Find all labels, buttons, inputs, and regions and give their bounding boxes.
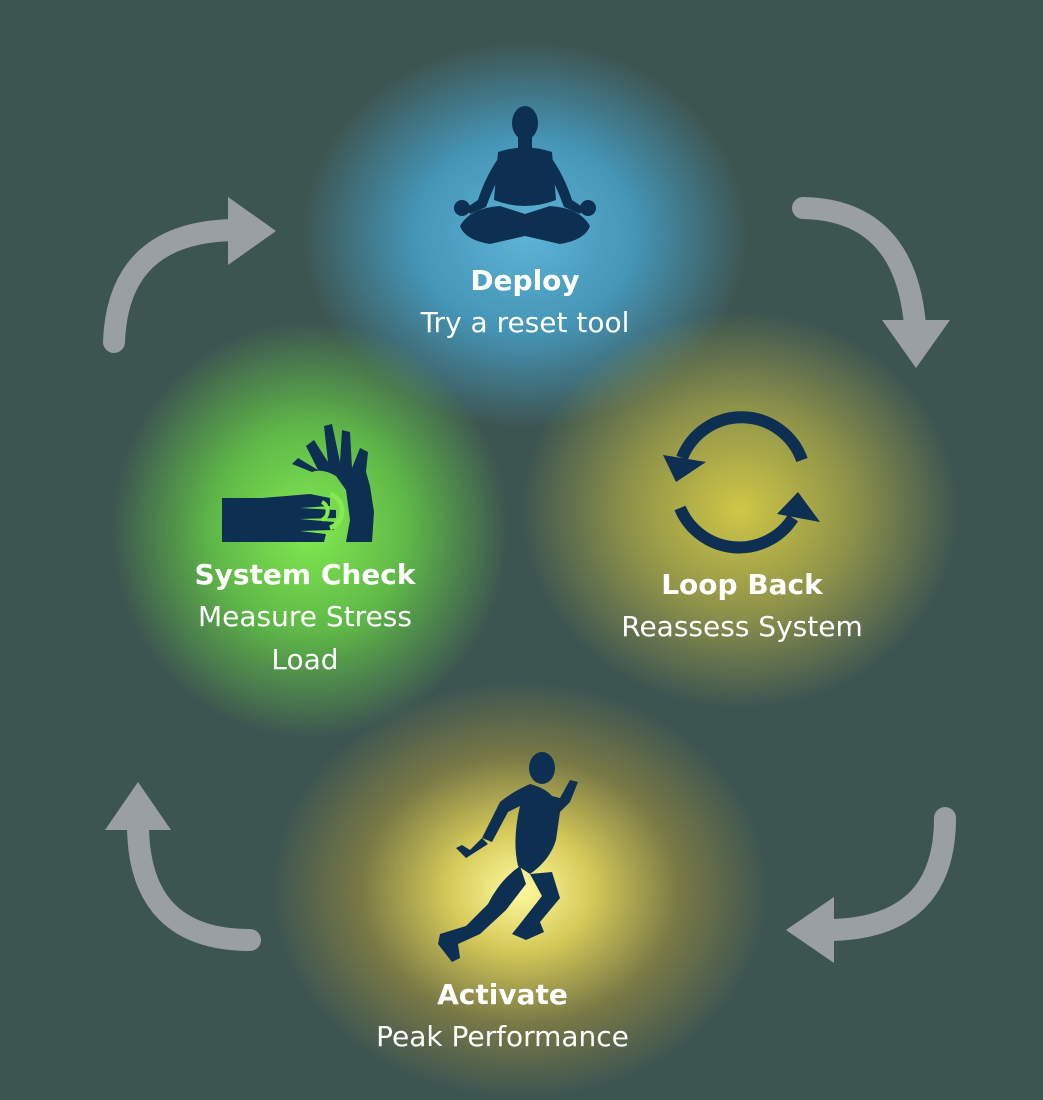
arrowhead-down-icon — [882, 320, 950, 368]
loop-back-glow — [520, 310, 960, 710]
node-deploy-subtitle: Try a reset tool — [420, 306, 630, 339]
node-deploy: Deploy Try a reset tool — [400, 261, 650, 344]
node-activate-subtitle: Peak Performance — [376, 1020, 629, 1053]
node-loop-back: Loop Back Reassess System — [592, 565, 892, 648]
arrowhead-right-icon — [228, 197, 276, 265]
runner-icon — [438, 752, 578, 962]
node-activate: Activate Peak Performance — [330, 975, 675, 1058]
node-system-check-subtitle-line2: Load — [271, 643, 339, 676]
arrow-system-check-to-deploy — [103, 219, 249, 353]
node-activate-title: Activate — [437, 978, 568, 1011]
node-system-check-title: System Check — [194, 558, 416, 591]
node-system-check-subtitle-line1: Measure Stress — [198, 600, 412, 633]
refresh-cycle-icon — [663, 411, 820, 554]
meditation-icon — [454, 106, 596, 244]
node-deploy-title: Deploy — [470, 264, 580, 297]
node-system-check: System Check Measure Stress Load — [170, 555, 440, 681]
arrow-activate-to-system-check — [127, 817, 261, 951]
arrow-loop-back-to-activate — [815, 807, 956, 941]
pulse-check-icon — [222, 424, 374, 542]
node-loop-back-title: Loop Back — [661, 568, 823, 601]
arrowhead-left-icon — [786, 897, 834, 963]
arrow-deploy-to-loop-back — [792, 197, 926, 336]
node-loop-back-subtitle: Reassess System — [621, 610, 863, 643]
arrowhead-up-icon — [105, 782, 171, 830]
